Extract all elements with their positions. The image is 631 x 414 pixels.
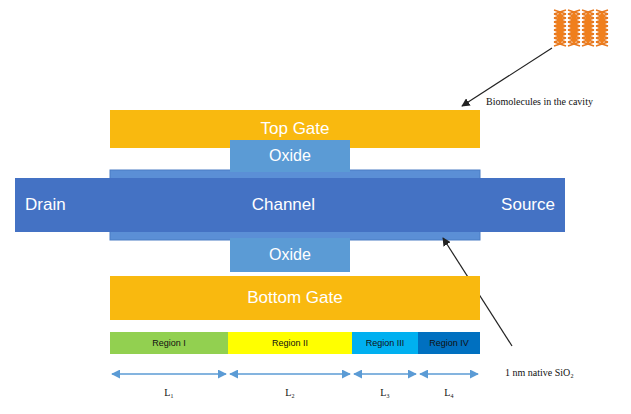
biomolecule xyxy=(568,10,580,46)
dimension-arrow xyxy=(112,373,226,375)
node-text: Drain xyxy=(25,195,66,215)
callout-label: Biomolecules in the cavity xyxy=(486,96,593,107)
dimension-label: L₂ xyxy=(285,387,295,398)
node-text: Region I xyxy=(152,338,186,348)
channel-band: Drain Channel Source xyxy=(15,178,565,232)
bottom-gate: Bottom Gate xyxy=(110,276,480,320)
node-text: Channel xyxy=(252,195,315,215)
dimension-label: L₄ xyxy=(444,387,454,398)
dimension-label: L₃ xyxy=(380,387,390,398)
biomolecule xyxy=(554,10,566,46)
node-text: Region III xyxy=(366,338,405,348)
dimension-label: L₁ xyxy=(164,387,174,398)
node-text: Oxide xyxy=(269,147,311,165)
node-text: Top Gate xyxy=(261,119,330,139)
biomolecule xyxy=(582,10,594,46)
top-oxide: Oxide xyxy=(230,140,350,172)
node-text: Source xyxy=(501,195,555,215)
node-text: Oxide xyxy=(269,246,311,264)
biomolecule xyxy=(596,10,608,46)
dimension-arrow xyxy=(230,373,350,375)
node-text: Region II xyxy=(272,338,308,348)
region-band: Region III xyxy=(352,332,418,354)
bottom-oxide: Oxide xyxy=(230,238,350,272)
region-band: Region I xyxy=(110,332,228,354)
node-text: Bottom Gate xyxy=(247,288,342,308)
dimension-arrows xyxy=(112,374,478,375)
node-text: Region IV xyxy=(429,338,469,348)
region-band: Region II xyxy=(228,332,352,354)
region-band: Region IV xyxy=(418,332,480,354)
biomolecules-icon xyxy=(554,10,608,46)
dimension-arrow xyxy=(420,373,478,375)
callout-label: 1 nm native SiO₂ xyxy=(505,367,574,378)
dimension-arrow xyxy=(354,373,416,375)
